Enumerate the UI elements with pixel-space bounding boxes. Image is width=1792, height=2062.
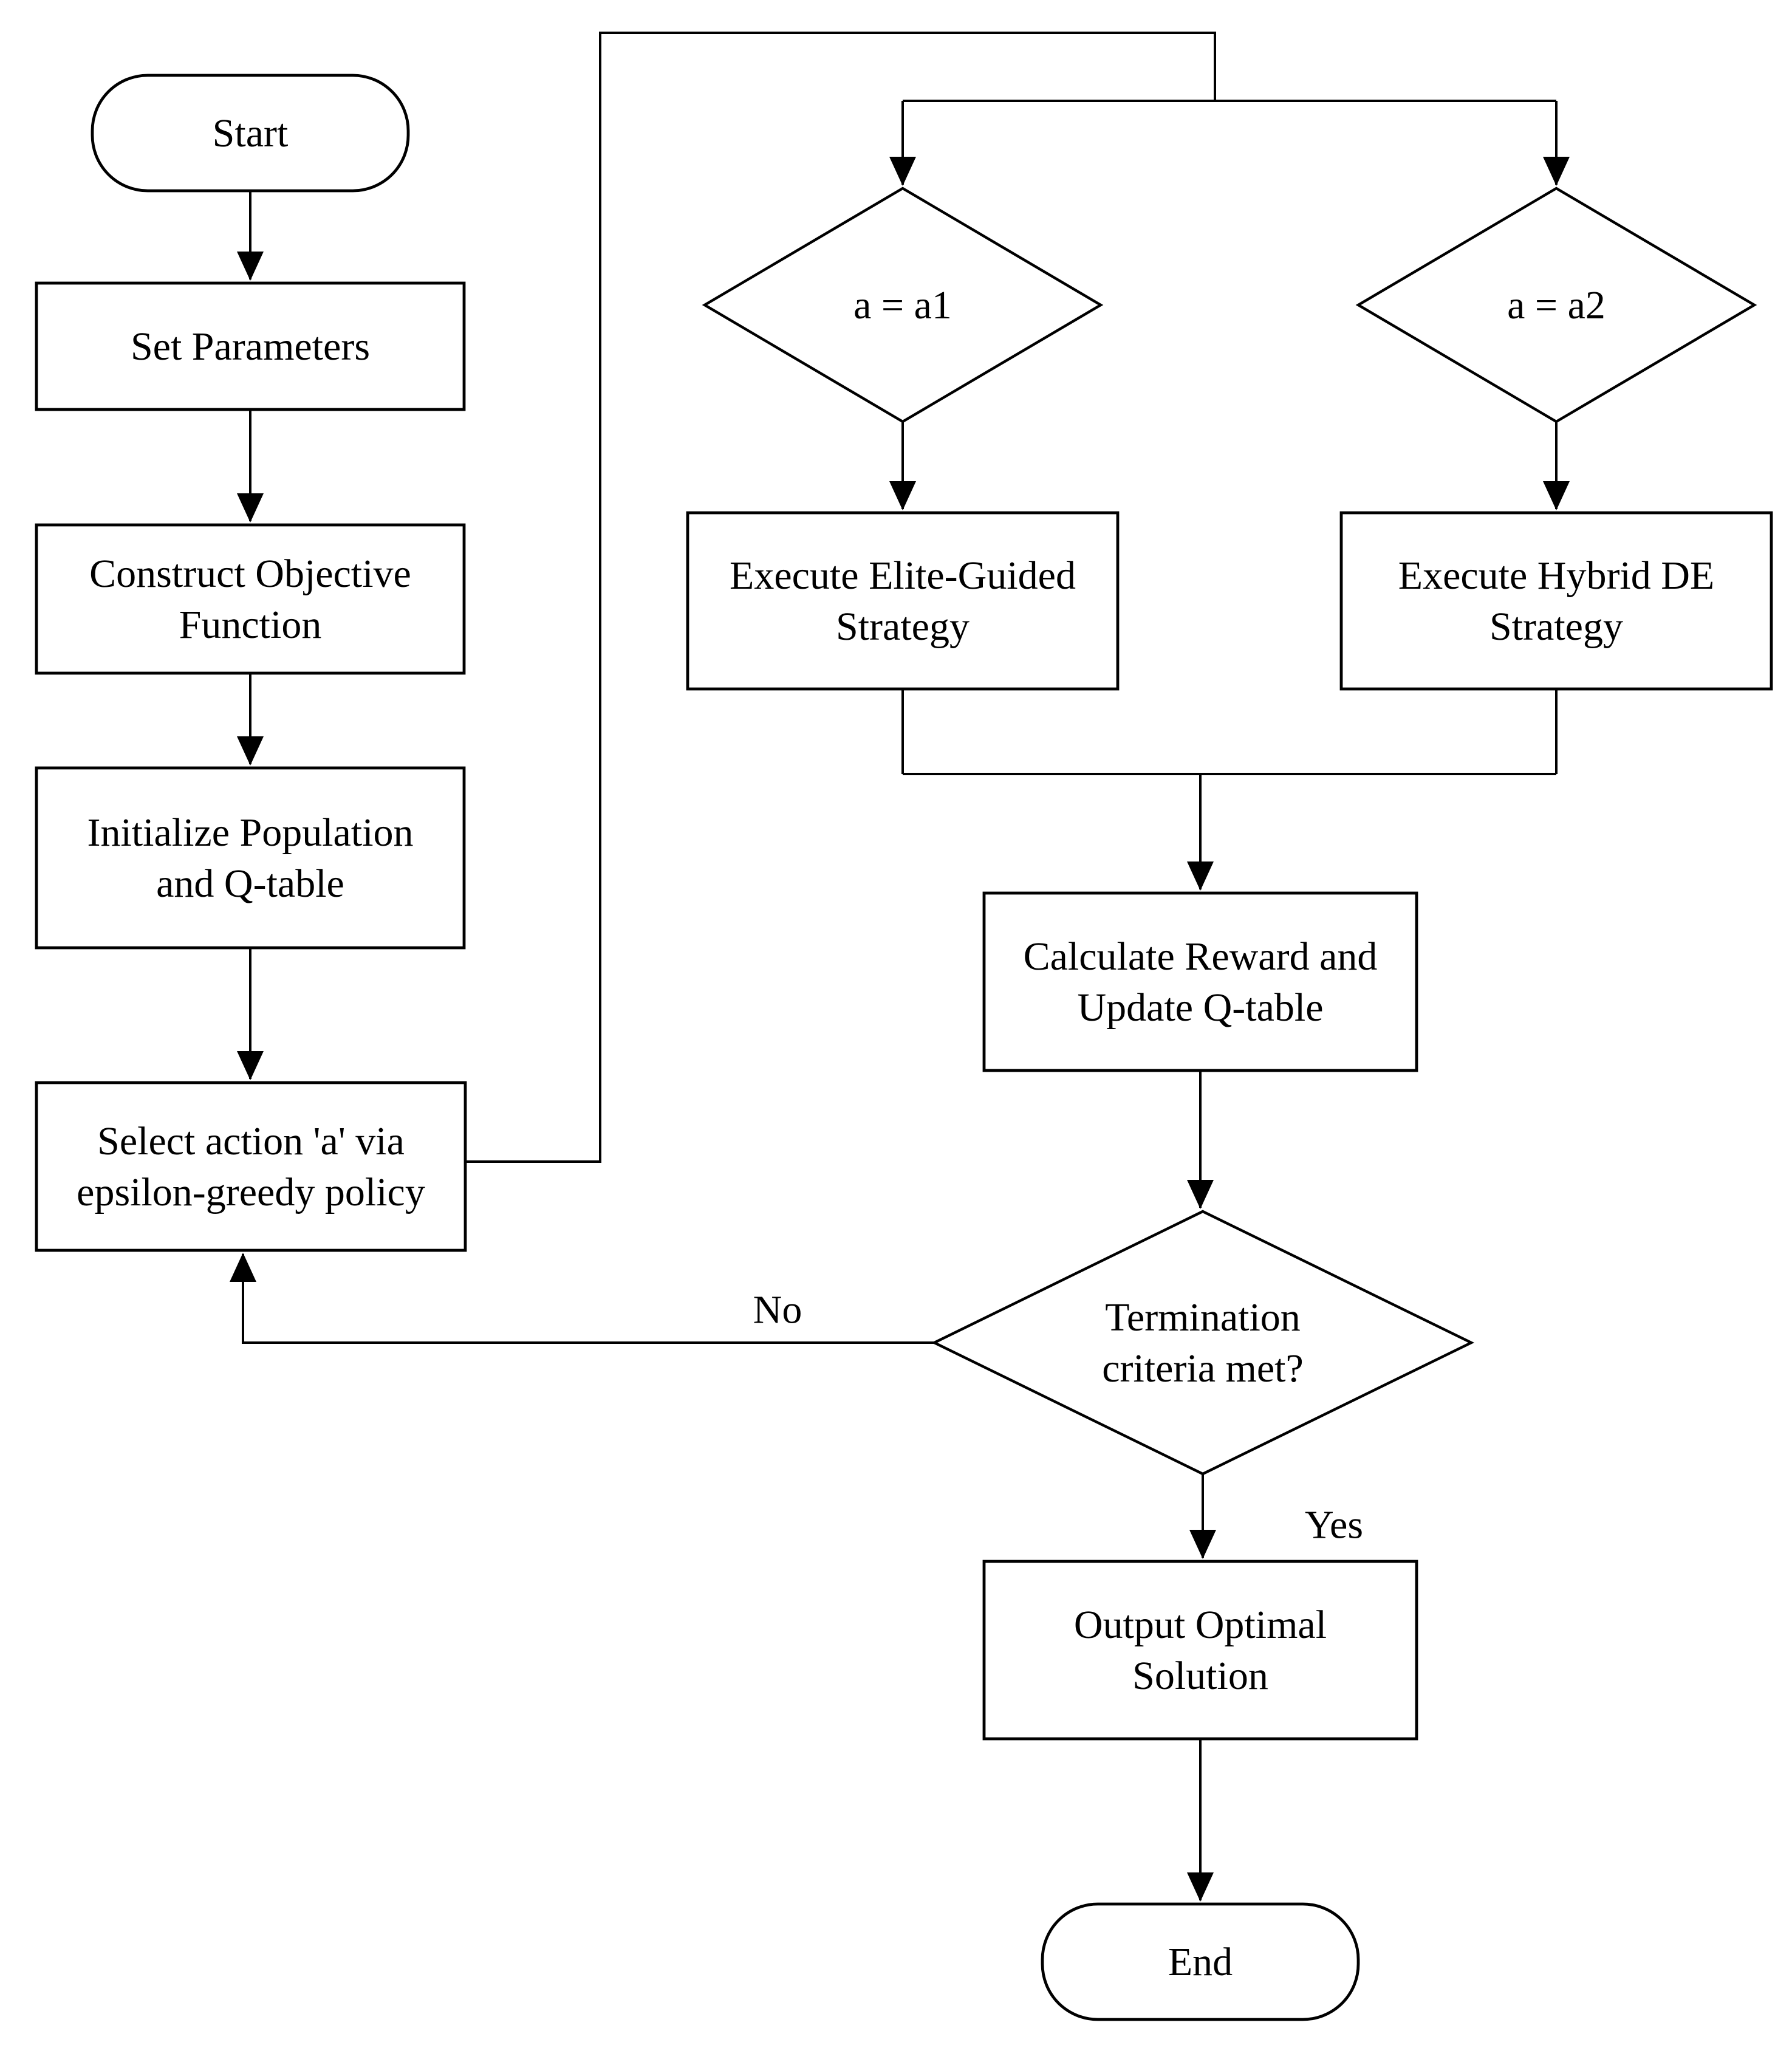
a-equals-a1-shape xyxy=(702,187,1104,423)
edge-label-no: No xyxy=(753,1288,802,1332)
a-equals-a1-label: a = a1 xyxy=(853,283,952,327)
a-equals-a2-shape xyxy=(1355,187,1757,423)
construct-objective-shape xyxy=(35,523,466,675)
calculate-reward-shape xyxy=(982,891,1418,1072)
set-parameters-shape xyxy=(35,281,466,411)
set-parameters-label: Set Parameters xyxy=(131,324,370,369)
end-shape xyxy=(1041,1902,1360,2021)
node-start: Start xyxy=(91,74,410,193)
start-label: Start xyxy=(213,111,289,156)
node-set-parameters: Set Parameters xyxy=(35,281,466,411)
execute-hybrid-de-shape xyxy=(1339,511,1773,691)
a-equals-a2-label: a = a2 xyxy=(1507,283,1606,327)
edge-select-to-top-route xyxy=(465,32,1216,1163)
start-shape xyxy=(91,74,410,193)
initialize-population-shape xyxy=(35,766,466,950)
output-optimal-shape xyxy=(982,1560,1418,1741)
termination-shape xyxy=(931,1210,1475,1476)
node-a-equals-a2: a = a2 xyxy=(1355,187,1757,423)
edges-layer xyxy=(230,32,1570,1902)
edge-no-return-to-select xyxy=(230,1253,934,1344)
select-action-shape xyxy=(35,1081,467,1252)
node-end: End xyxy=(1041,1902,1360,2021)
edge-label-yes: Yes xyxy=(1305,1503,1363,1547)
execute-elite-guided-shape xyxy=(686,511,1120,691)
node-a-equals-a1: a = a1 xyxy=(702,187,1104,423)
end-label: End xyxy=(1168,1940,1233,1984)
